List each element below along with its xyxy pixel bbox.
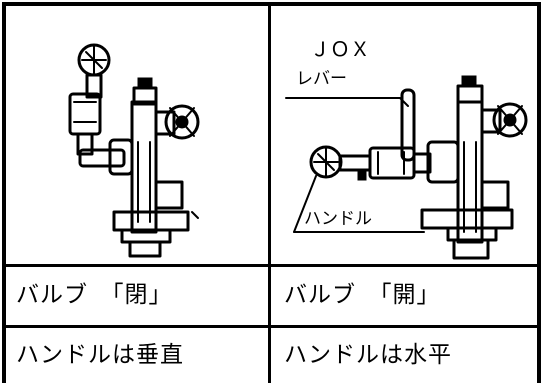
table-divider-2: [2, 325, 541, 328]
handle-label: ハンドル: [304, 209, 372, 229]
jox-label: ＪＯＸ: [310, 37, 370, 61]
valve-position-table: ＪＯＸ レバー ハンドル バルブ 「閉」: [2, 2, 541, 383]
row1-right-cell: バルブ 「開」: [284, 282, 441, 308]
table-border-right: [537, 2, 541, 383]
valve-open-illustration: ＪＯＸ レバー ハンドル: [285, 37, 528, 260]
lever-label: レバー: [296, 69, 347, 89]
table-border-left: [2, 2, 6, 383]
row1-left-cell: バルブ 「閉」: [16, 282, 173, 308]
row2-right-cell: ハンドルは水平: [284, 342, 452, 368]
valve-closed-illustration: [68, 43, 200, 258]
row2-left-cell: ハンドルは垂直: [16, 342, 184, 368]
table-divider-1: [2, 264, 541, 267]
table-border-top: [2, 2, 541, 6]
table-column-divider: [268, 2, 271, 383]
